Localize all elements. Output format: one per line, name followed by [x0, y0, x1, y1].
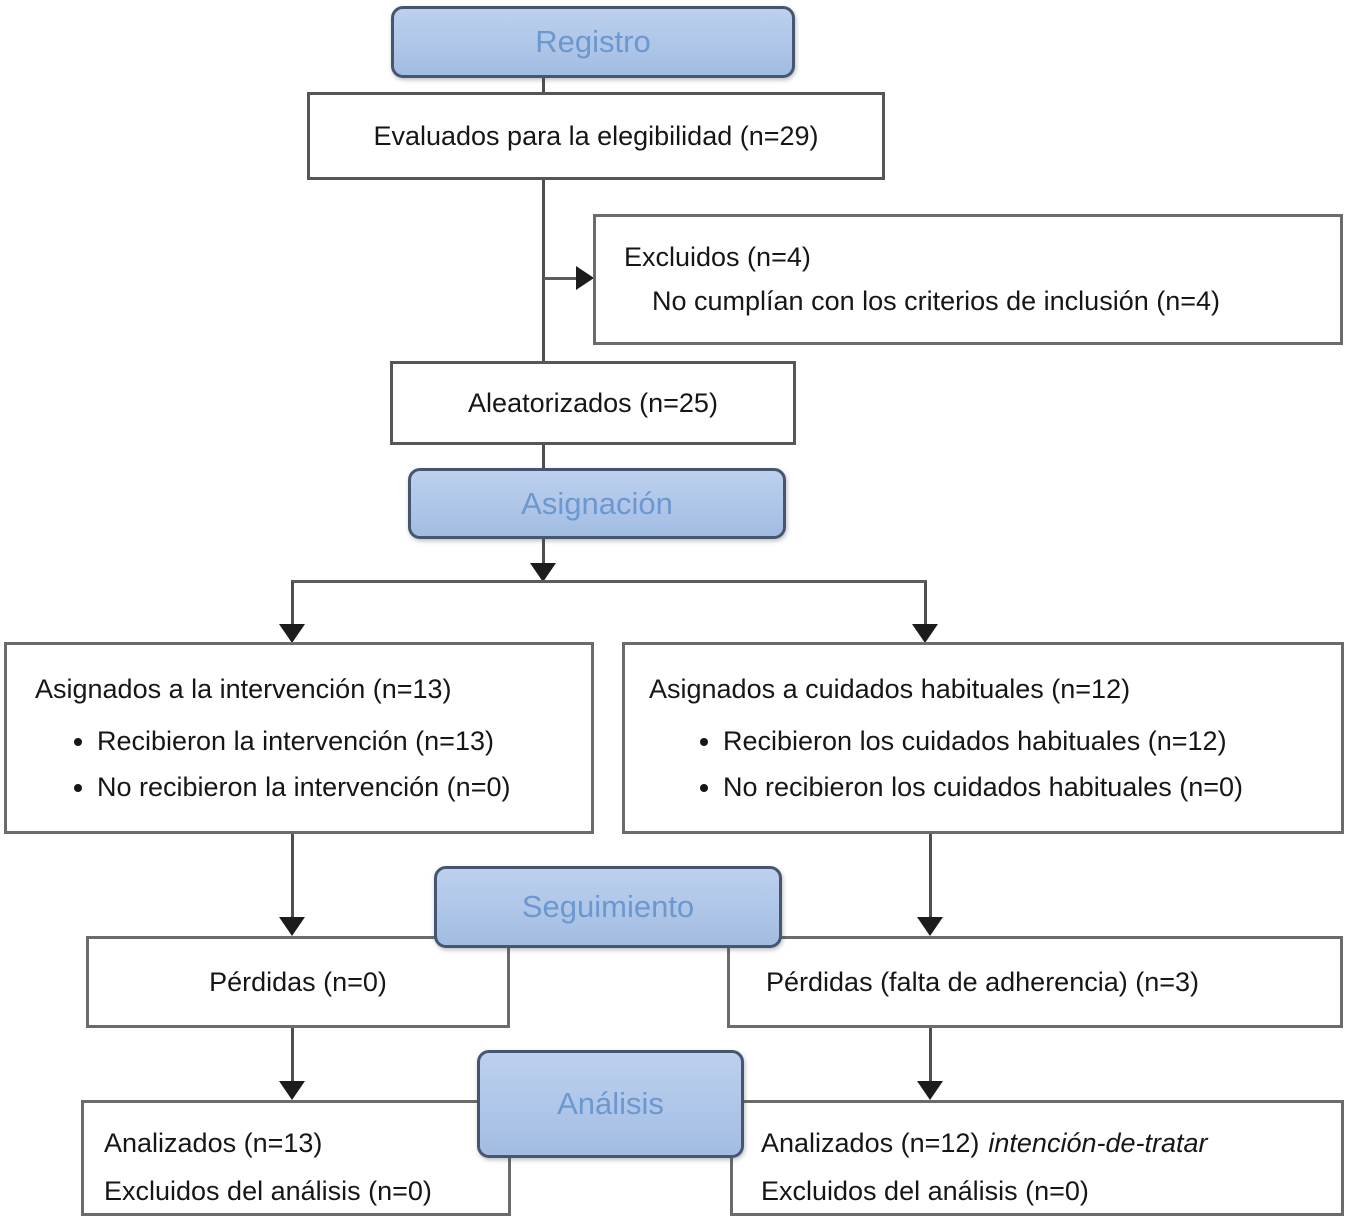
box-aleatorizados: Aleatorizados (n=25): [390, 361, 796, 445]
box-excluidos-line2: No cumplían con los criterios de inclusi…: [652, 286, 1221, 317]
connector-registro-evaluados: [542, 74, 545, 96]
connector-split-intervencion: [291, 582, 294, 626]
split-horizontal-line: [291, 580, 927, 583]
box-perdidas-izquierda: Pérdidas (n=0): [86, 936, 510, 1028]
box-excluidos: Excluidos (n=4) No cumplían con los crit…: [593, 214, 1343, 345]
stage-analisis-label: Análisis: [557, 1086, 664, 1121]
arrowhead-excluidos-icon: [576, 266, 594, 290]
box-habituales-bullet-2: No recibieron los cuidados habituales (n…: [723, 769, 1341, 805]
box-intervencion-list: Recibieron la intervención (n=13) No rec…: [7, 723, 591, 805]
box-intervencion-title: Asignados a la intervención (n=13): [35, 674, 452, 704]
box-habituales-title: Asignados a cuidados habituales (n=12): [649, 674, 1131, 704]
connector-evaluados-aleatorizados: [542, 176, 545, 364]
stage-seguimiento-label: Seguimiento: [521, 889, 695, 924]
stage-asignacion-label: Asignación: [521, 485, 673, 521]
stage-seguimiento: Seguimiento: [434, 866, 782, 948]
connector-habituales-perdidas: [929, 831, 932, 919]
arrowhead-analizados-derecha-icon: [917, 1081, 943, 1100]
box-analizados-derecha-line2: Excluidos del análisis (n=0): [761, 1176, 1089, 1206]
box-intervencion: Asignados a la intervención (n=13) Recib…: [4, 642, 594, 834]
arrowhead-intervencion-icon: [279, 624, 305, 643]
box-intervencion-bullet-1: Recibieron la intervención (n=13): [97, 723, 591, 759]
box-habituales-list: Recibieron los cuidados habituales (n=12…: [625, 723, 1341, 805]
box-analizados-derecha-line1-italic: intención-de-tratar: [988, 1128, 1208, 1158]
connector-intervencion-perdidas: [291, 831, 294, 919]
connector-perdidas-analizados-izquierda: [291, 1026, 294, 1082]
box-perdidas-izquierda-text: Pérdidas (n=0): [209, 966, 387, 997]
arrowhead-perdidas-izquierda-icon: [279, 917, 305, 936]
connector-perdidas-analizados-derecha: [929, 1026, 932, 1082]
box-excluidos-line1: Excluidos (n=4): [624, 242, 811, 272]
connector-to-excluidos: [544, 277, 578, 280]
box-analizados-izquierda: Analizados (n=13) Excluidos del análisis…: [81, 1100, 511, 1216]
box-evaluados-text: Evaluados para la elegibilidad (n=29): [373, 120, 819, 151]
stage-analisis: Análisis: [477, 1050, 744, 1158]
arrowhead-perdidas-derecha-icon: [917, 917, 943, 936]
box-perdidas-derecha: Pérdidas (falta de adherencia) (n=3): [727, 936, 1343, 1028]
connector-aleatorizados-asignacion: [542, 441, 545, 471]
connector-asignacion-split: [542, 534, 545, 564]
box-habituales-bullet-1: Recibieron los cuidados habituales (n=12…: [723, 723, 1341, 759]
box-analizados-izquierda-line2: Excluidos del análisis (n=0): [104, 1176, 432, 1206]
box-analizados-derecha-line1: Analizados (n=12) intención-de-tratar: [761, 1119, 1341, 1167]
connector-split-habituales: [924, 582, 927, 626]
stage-asignacion: Asignación: [408, 468, 786, 539]
arrowhead-split-center-icon: [530, 563, 556, 582]
arrowhead-analizados-izquierda-icon: [279, 1081, 305, 1100]
box-analizados-derecha: Analizados (n=12) intención-de-tratar Exc…: [730, 1100, 1344, 1216]
stage-registro: Registro: [391, 6, 795, 78]
box-analizados-derecha-line1-text: Analizados (n=12): [761, 1128, 980, 1158]
box-analizados-izquierda-line1: Analizados (n=13): [104, 1128, 323, 1158]
box-perdidas-derecha-text: Pérdidas (falta de adherencia) (n=3): [766, 966, 1200, 997]
box-aleatorizados-text: Aleatorizados (n=25): [468, 387, 718, 418]
box-habituales: Asignados a cuidados habituales (n=12) R…: [622, 642, 1344, 834]
stage-registro-label: Registro: [535, 24, 651, 59]
arrowhead-habituales-icon: [912, 624, 938, 643]
box-intervencion-bullet-2: No recibieron la intervención (n=0): [97, 769, 591, 805]
box-evaluados: Evaluados para la elegibilidad (n=29): [307, 92, 885, 180]
